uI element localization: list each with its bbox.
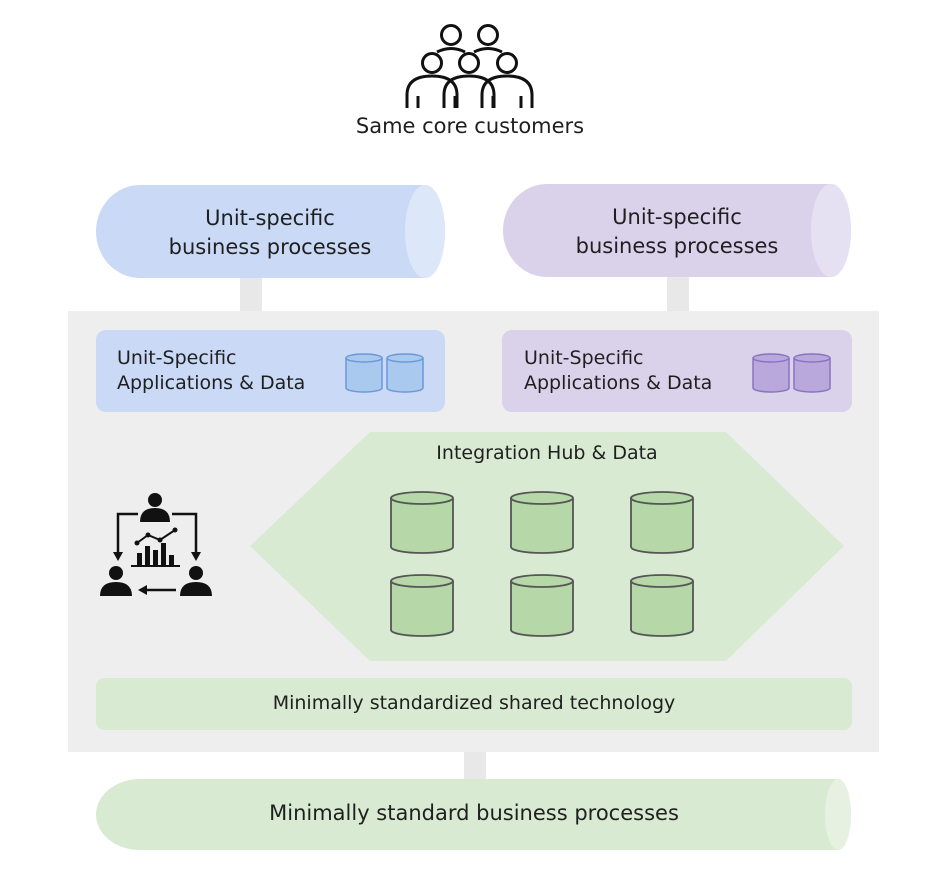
- hub-database-icon: [630, 574, 694, 637]
- unit-apps-line1: Unit-Specific: [524, 347, 644, 369]
- unit-apps-line1: Unit-Specific: [117, 347, 237, 369]
- customers-label: Same core customers: [355, 114, 585, 138]
- team-analytics-icon: [100, 493, 212, 596]
- unit-process-line2: business processes: [575, 234, 779, 258]
- unit-process-label-1: Unit-specific business processes: [110, 204, 430, 262]
- unit-apps-label-1: Unit-Specific Applications & Data: [117, 346, 305, 396]
- database-pair-icon: [345, 353, 424, 393]
- hub-database-icon: [510, 491, 574, 554]
- connector-bottom: [464, 750, 486, 782]
- integration-hub-label: Integration Hub & Data: [436, 442, 658, 464]
- shared-technology-label: Minimally standardized shared technology: [272, 692, 676, 714]
- unit-process-line2: business processes: [168, 235, 372, 259]
- connector-right: [667, 275, 689, 313]
- hub-database-group: [390, 491, 694, 637]
- unit-process-label-2: Unit-specific business processes: [517, 203, 837, 261]
- database-pair-icon: [752, 353, 831, 393]
- hub-database-icon: [390, 491, 454, 554]
- connector-left: [240, 275, 262, 313]
- unit-process-cylinder-1: [96, 185, 445, 278]
- customer-group-icon: [405, 24, 534, 108]
- standard-processes-label: Minimally standard business processes: [269, 801, 679, 825]
- unit-apps-label-2: Unit-Specific Applications & Data: [524, 346, 712, 396]
- standard-process-cylinder: [96, 779, 851, 850]
- shared-technology-bar: [96, 678, 852, 730]
- hub-database-icon: [510, 574, 574, 637]
- cylinder-cap: [825, 779, 851, 850]
- unit-process-cylinder-2: [503, 184, 851, 277]
- unit-process-line1: Unit-specific: [612, 205, 742, 229]
- cylinder-cap: [811, 184, 851, 277]
- hub-database-icon: [630, 491, 694, 554]
- hub-database-icon: [390, 574, 454, 637]
- cylinder-cap: [405, 185, 445, 278]
- unit-apps-line2: Applications & Data: [524, 372, 713, 394]
- unit-process-line1: Unit-specific: [205, 206, 335, 230]
- unit-apps-line2: Applications & Data: [117, 372, 306, 394]
